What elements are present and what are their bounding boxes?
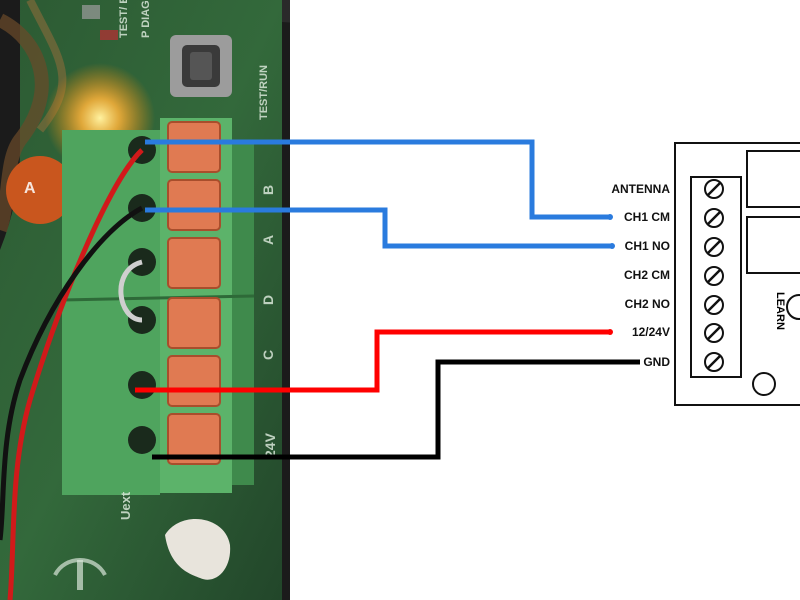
wire-black-gnd [152, 359, 640, 460]
controller-board-photo: TEST/ Bk2/ P DIAG TEST/RUN A B A D C 24V… [0, 0, 290, 600]
silkscreen-letter-a-left: A [24, 180, 36, 197]
terminal-label-gnd: GND [643, 355, 670, 369]
terminal-lever-6 [167, 413, 221, 465]
relay-top [746, 150, 800, 208]
terminal-screws [704, 179, 724, 372]
photo-red-wire [7, 148, 144, 600]
terminal-lever-3 [167, 237, 221, 289]
terminal-lever-5 [167, 355, 221, 407]
terminal-lever-1 [167, 121, 221, 173]
terminal-hole-6 [128, 426, 156, 454]
relay-bottom [746, 216, 800, 274]
orange-sticker [6, 156, 74, 224]
terminal-lever-4 [167, 297, 221, 349]
terminal-label-ch2-cm: CH2 CM [623, 268, 670, 282]
terminal-label-ch1-cm: CH1 CM [623, 210, 670, 224]
wire-blue-ch1-no [145, 207, 612, 249]
receiver-module: LEARN [674, 142, 800, 406]
learn-button[interactable] [786, 294, 800, 320]
terminal-label-12-24v: 12/24V [631, 325, 670, 339]
terminal-label-antenna: ANTENNA [611, 182, 670, 196]
led-indicator [752, 372, 776, 396]
terminal-label-ch1-no: CH1 NO [624, 239, 670, 253]
learn-label: LEARN [774, 292, 786, 330]
terminal-lever-2 [167, 179, 221, 231]
terminal-strip [690, 176, 742, 378]
terminal-label-ch2-no: CH2 NO [624, 297, 670, 311]
board-illustration [0, 0, 290, 600]
jumper-loop [118, 259, 143, 323]
wire-blue-ch1-cm [145, 139, 610, 220]
white-clip [165, 518, 231, 580]
photo-black-wire [0, 205, 144, 541]
wire-red-12-24v [135, 329, 610, 393]
